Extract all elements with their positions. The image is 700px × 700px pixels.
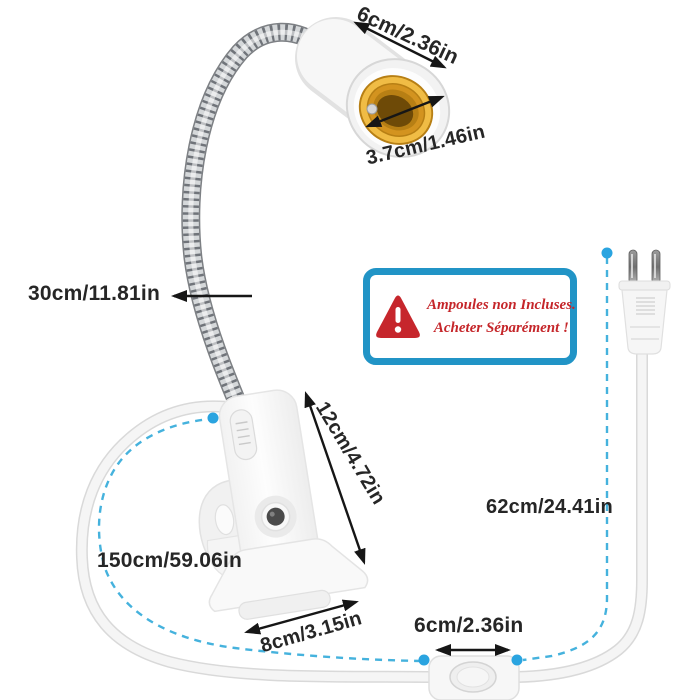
inline-switch [428,655,520,700]
arrow-socket-outer [353,21,447,69]
dim-label-cable-to-plug: 62cm/24.41in [486,496,613,518]
measure-dot [601,247,613,259]
dimension-arrows [171,21,511,656]
dim-label-gooseneck: 30cm/11.81in [28,282,160,305]
power-cable [75,344,648,683]
warning-text: Ampoules non Incluses. Acheter Séparémen… [427,294,576,339]
bulb-not-included-warning: Ampoules non Incluses. Acheter Séparémen… [363,268,577,365]
arrow-clamp-width [244,599,359,635]
dashed-measure-line [97,257,609,663]
warning-line-1: Ampoules non Incluses. [427,297,576,313]
clamp [198,389,369,620]
plug-pin [628,249,638,285]
power-plug [618,249,671,355]
arrow-clamp-height [304,391,366,565]
warning-triangle-icon [376,295,420,338]
dim-label-cable-total: 150cm/59.06in [97,549,243,572]
plug-pin [651,249,661,285]
measurement-dots [207,247,613,666]
gooseneck-arm [181,22,347,478]
warning-line-2: Acheter Séparément ! [433,319,569,336]
socket-contact [366,103,378,115]
measure-dot [511,654,523,666]
dim-label-switch: 6cm/2.36in [414,614,524,637]
arrow-socket-inner [365,95,445,128]
clamp-button [229,409,258,461]
measure-dot [418,654,430,666]
measure-dot [207,412,219,424]
